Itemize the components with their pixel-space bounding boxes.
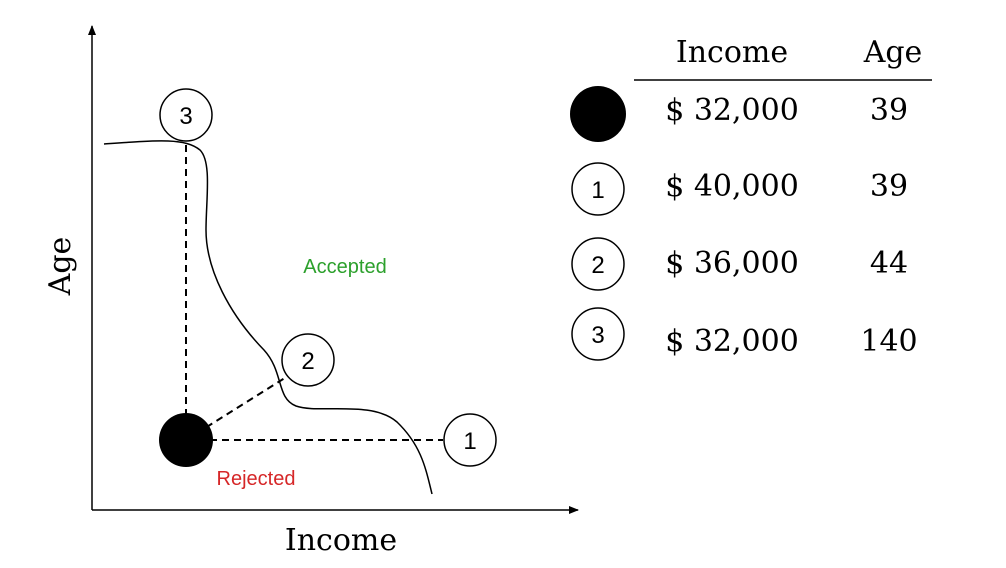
table-row-marker-original	[570, 86, 626, 142]
table-row: $ 32,000 39	[570, 86, 908, 142]
table-row-marker-2	[571, 237, 625, 291]
table-header-income: Income	[676, 35, 788, 70]
y-axis-label: Age	[43, 237, 78, 297]
table-row-marker-1	[571, 162, 625, 216]
values-table: Income Age $ 32,000 39 1 $ 40,000 39 2 $…	[570, 35, 932, 361]
table-cell-income: $ 36,000	[665, 246, 799, 281]
table-cell-income: $ 32,000	[665, 93, 799, 128]
table-row: 3 $ 32,000 140	[571, 307, 918, 361]
table-cell-age: 140	[860, 324, 917, 359]
accepted-label: Accepted	[303, 256, 386, 278]
counterfactual-marker-3: 3	[159, 88, 213, 142]
rejected-label: Rejected	[217, 468, 296, 490]
table-row-marker-2-label: 2	[591, 252, 604, 279]
original-point	[159, 413, 213, 467]
table-row-marker-3	[571, 307, 625, 361]
table-cell-age: 44	[870, 246, 908, 281]
counterfactual-marker-2-label: 2	[301, 348, 314, 375]
x-axis-label: Income	[285, 523, 397, 558]
table-row-marker-3-label: 3	[591, 322, 604, 349]
table-cell-age: 39	[870, 169, 908, 204]
counterfactual-marker-1: 1	[443, 413, 497, 467]
table-row: 1 $ 40,000 39	[571, 162, 908, 216]
table-row: 2 $ 36,000 44	[571, 237, 908, 291]
counterfactual-marker-2: 2	[281, 333, 335, 387]
table-cell-age: 39	[870, 93, 908, 128]
table-header-age: Age	[863, 35, 923, 70]
table-cell-income: $ 32,000	[665, 324, 799, 359]
table-cell-income: $ 40,000	[665, 169, 799, 204]
counterfactual-marker-1-label: 1	[463, 428, 476, 455]
decision-boundary	[103, 140, 433, 495]
table-row-marker-1-label: 1	[591, 177, 604, 204]
dashed-connector-2	[185, 375, 289, 441]
counterfactual-marker-3-label: 3	[179, 103, 192, 130]
